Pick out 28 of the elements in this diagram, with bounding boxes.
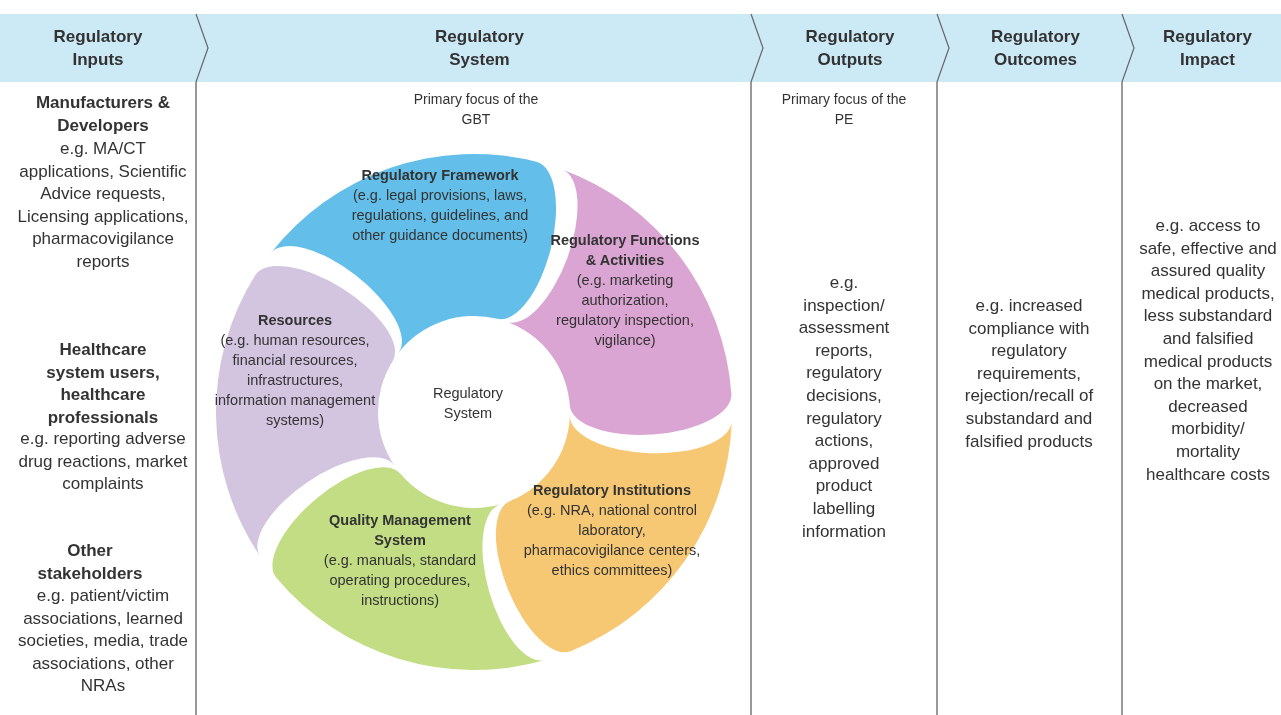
segment-heading: Resources xyxy=(256,311,334,330)
chevron-arrow xyxy=(195,13,209,83)
header-band xyxy=(1134,14,1281,82)
focus-note: Primary focus of the GBT xyxy=(412,90,540,129)
chevron-arrow xyxy=(936,13,950,83)
examples-text: e.g. access to safe, effective and assured quality medical products, less substandard and falsified medical products on the market, decreased morbidity/ mortality healthcare costs xyxy=(1138,215,1278,486)
examples-text: e.g. reporting adverse drug reactions, market complaints xyxy=(17,428,189,496)
segment-description: (e.g. human resources, financial resources, infrastructures, information management systems) xyxy=(213,331,377,430)
segment-heading: Regulatory Institutions xyxy=(532,481,692,500)
chevron-arrow xyxy=(750,13,764,83)
header-band xyxy=(0,14,196,82)
examples-text: e.g. increased compliance with regulatory requirements, rejection/recall of substandard and falsified products xyxy=(963,295,1095,453)
center-label: Regulatory System xyxy=(431,384,505,423)
focus-note: Primary focus of the PE xyxy=(780,90,908,129)
column-heading: Regulatory Outcomes xyxy=(990,26,1081,71)
segment-description: (e.g. marketing authorization, regulatory inspection, vigilance) xyxy=(555,271,695,350)
column-heading: Regulatory Outputs xyxy=(804,26,896,71)
column-heading: Regulatory Impact xyxy=(1162,26,1253,71)
segment-description: (e.g. manuals, standard operating procedures, instructions) xyxy=(322,551,478,610)
examples-text: e.g. MA/CT applications, Scientific Advice requests, Licensing applications, pharmacovigilance reports xyxy=(16,138,190,273)
chevron-arrow xyxy=(1121,13,1135,83)
group-heading: Healthcare system users, healthcare professionals xyxy=(45,339,161,429)
column-heading: Regulatory System xyxy=(434,26,525,71)
examples-text: e.g. inspection/ assessment reports, regulatory decisions, regulatory actions, approved product labelling information xyxy=(797,272,891,543)
segment-heading: Quality Management System xyxy=(328,511,472,550)
segment-description: (e.g. legal provisions, laws, regulations, guidelines, and other guidance documents) xyxy=(350,186,530,245)
examples-text: e.g. patient/victim associations, learned societies, media, trade associations, other NRAs xyxy=(16,585,190,698)
column-heading: Regulatory Inputs xyxy=(52,26,144,71)
